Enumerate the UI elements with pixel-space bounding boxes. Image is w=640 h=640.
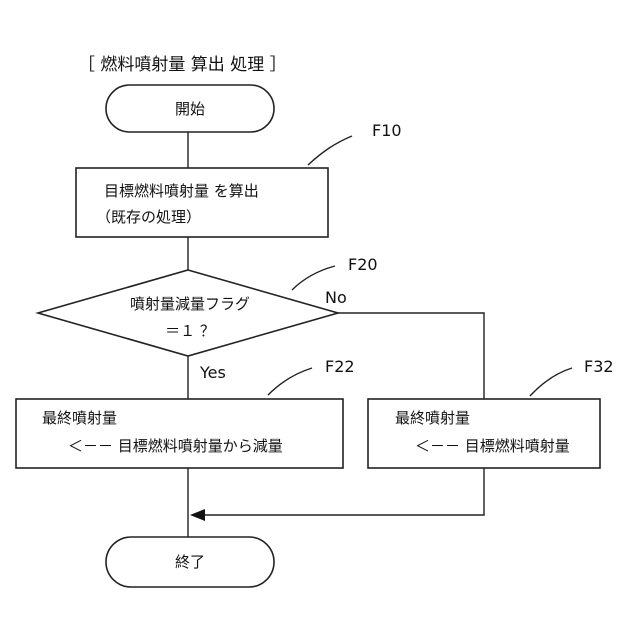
f20-line1: 噴射量減量フラグ — [130, 295, 250, 313]
merge-arrowhead — [190, 509, 205, 521]
start-label: 開始 — [175, 100, 205, 118]
f32-line1: 最終噴射量 — [395, 409, 470, 427]
connector-f32-merge — [205, 468, 484, 515]
connector-f20-no-f32 — [338, 313, 484, 399]
f10-line1: 目標燃料噴射量 を算出 — [104, 182, 259, 200]
f10-line2: （既存の処理） — [96, 208, 201, 226]
f10-leader — [308, 136, 352, 165]
end-label: 終了 — [175, 553, 205, 571]
f32-line2: ＜－－ 目標燃料噴射量 — [415, 437, 570, 455]
f10-ref: F10 — [372, 121, 402, 140]
f32-leader — [530, 368, 572, 396]
f32-ref: F32 — [584, 357, 614, 376]
diagram-title: ［ 燃料噴射量 算出 処理 ］ — [78, 55, 287, 75]
process-f10 — [76, 168, 328, 237]
f22-leader — [268, 368, 312, 395]
f22-line2: ＜－－ 目標燃料噴射量から減量 — [68, 437, 283, 455]
yes-label: Yes — [199, 363, 226, 382]
decision-f20 — [38, 270, 338, 356]
no-label: No — [325, 288, 347, 307]
f22-ref: F22 — [325, 357, 355, 376]
f22-line1: 最終噴射量 — [42, 409, 117, 427]
f20-line2: ＝１ ？ — [165, 322, 215, 340]
f20-ref: F20 — [348, 255, 378, 274]
f20-leader — [292, 266, 335, 290]
